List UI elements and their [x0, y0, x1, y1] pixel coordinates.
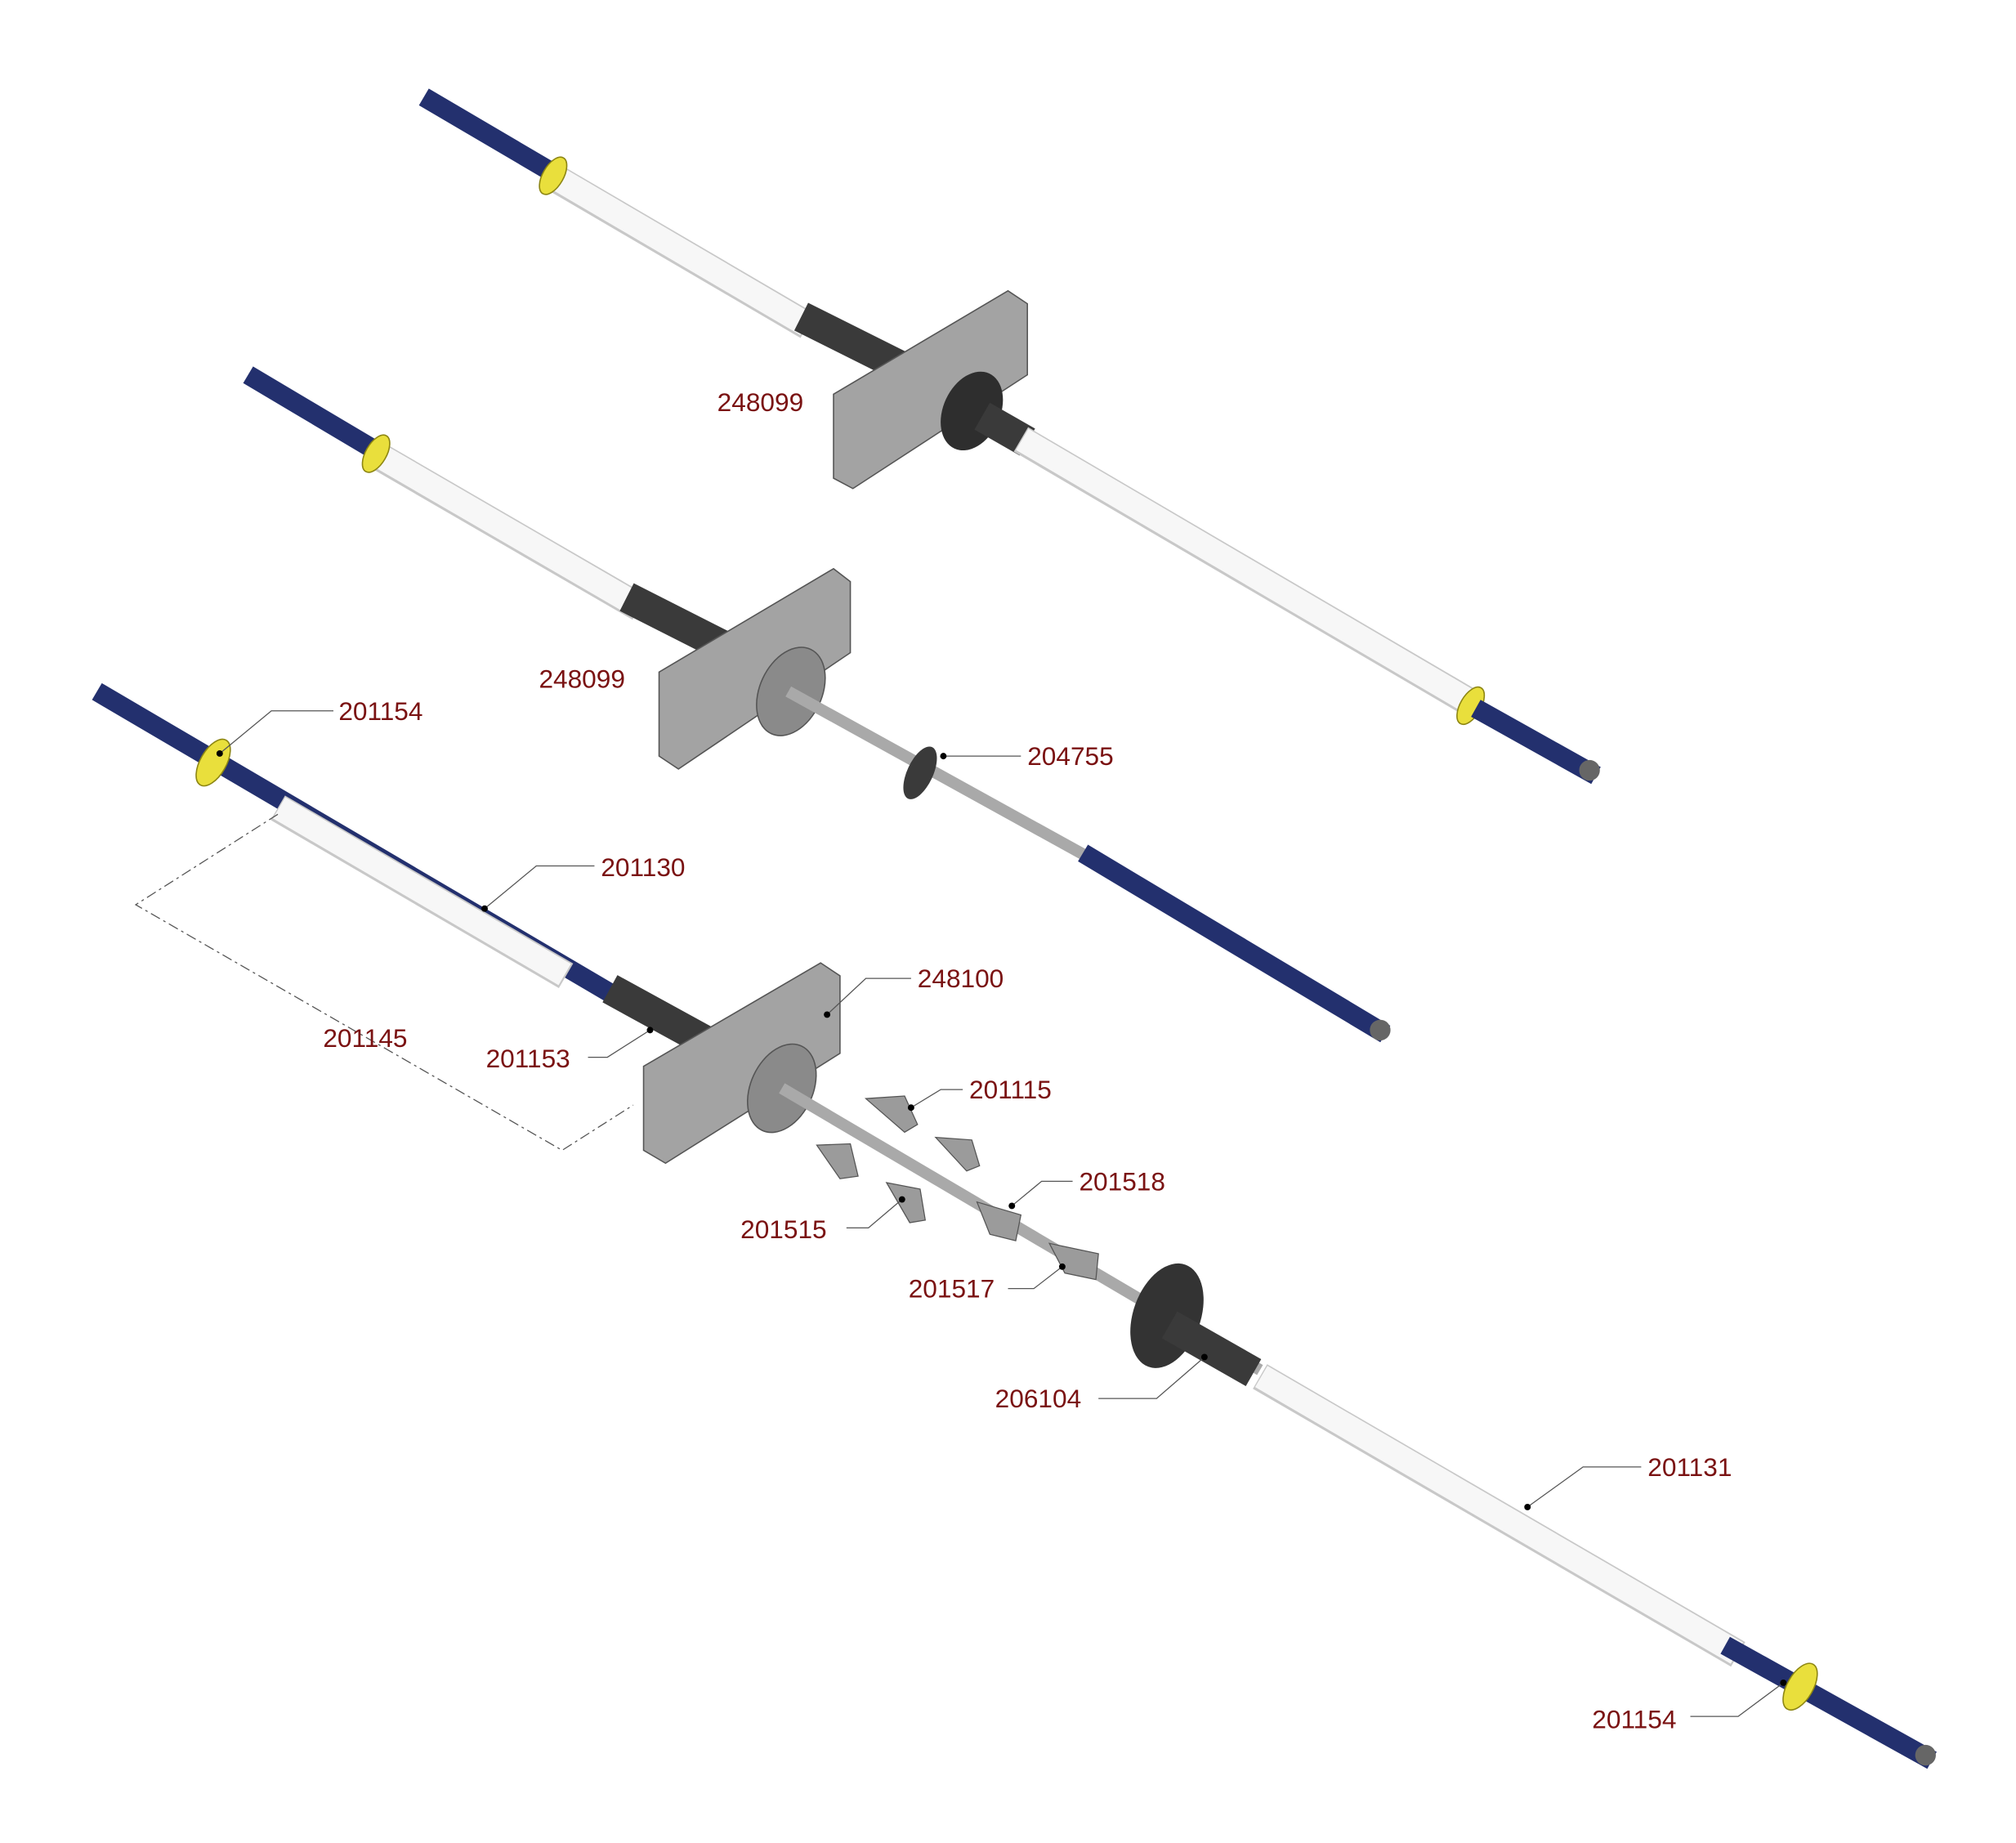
nut: [903, 746, 937, 799]
length-dimension: [134, 813, 634, 1152]
callouts: 248099 248099 204755 201154 201130 24810…: [216, 387, 1787, 1733]
bearing-plate: [833, 289, 1029, 490]
bearing-plate: [658, 567, 852, 770]
wedges: [816, 1095, 1099, 1281]
label-201154-bottom: 201154: [1592, 1704, 1676, 1733]
assembly-middle: [243, 366, 1391, 1043]
label-248099-mid: 248099: [539, 664, 624, 693]
label-201145: 201145: [323, 1023, 407, 1053]
label-248100: 248100: [918, 964, 1004, 993]
label-248099-top: 248099: [717, 387, 803, 417]
label-204755: 204755: [1027, 741, 1113, 771]
label-206104: 206104: [995, 1384, 1081, 1413]
label-201115: 201115: [969, 1075, 1052, 1104]
label-201515: 201515: [740, 1215, 826, 1244]
bare-strand: [785, 686, 1088, 861]
label-201130: 201130: [601, 852, 685, 882]
collar: [539, 156, 568, 195]
label-201153: 201153: [486, 1044, 570, 1073]
assembly-bottom: [92, 682, 1937, 1769]
label-201131: 201131: [1647, 1452, 1732, 1482]
strand-rod: [418, 88, 555, 179]
bearing-plate: [642, 962, 841, 1165]
assembly-top: [418, 88, 1601, 785]
label-201518: 201518: [1079, 1166, 1164, 1196]
label-201517: 201517: [909, 1274, 995, 1304]
label-201154-top: 201154: [338, 696, 422, 726]
sleeve: [793, 302, 912, 382]
